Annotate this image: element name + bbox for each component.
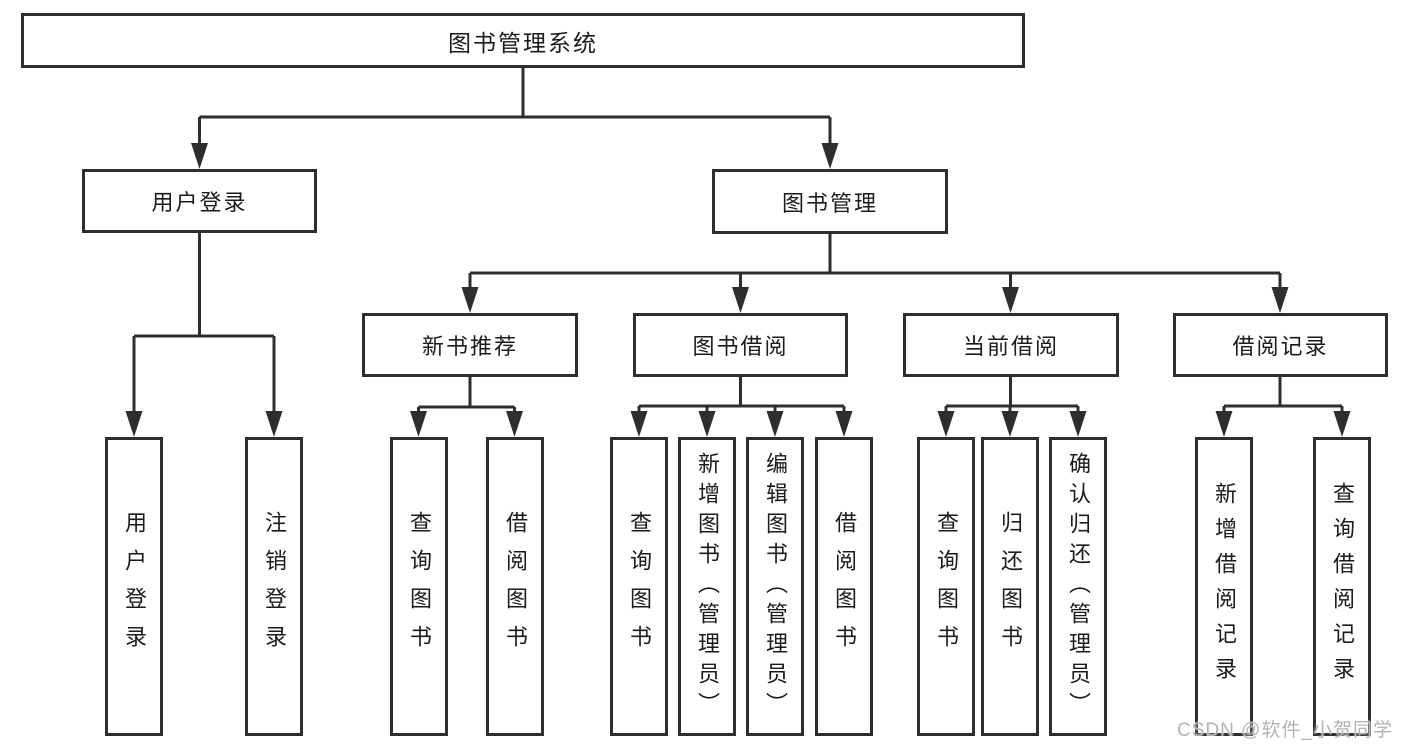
leaf-logout: 注销登录 — [245, 437, 303, 736]
leaf-query-books-recommend: 查询图书 — [390, 437, 448, 736]
leaf-add-book-admin: 新增图书（管理员） — [678, 437, 736, 736]
leaf-edit-book-admin: 编辑图书（管理员） — [746, 437, 804, 736]
leaf-return-books: 归还图书 — [981, 437, 1039, 736]
leaf-query-borrow-record: 查询借阅记录 — [1313, 437, 1371, 736]
node-library-system: 图书管理系统 — [21, 13, 1025, 68]
node-new-book-recommendation: 新书推荐 — [362, 313, 578, 377]
leaf-borrow-books-recommend: 借阅图书 — [486, 437, 544, 736]
node-current-borrowing: 当前借阅 — [903, 313, 1119, 377]
node-borrowing-records: 借阅记录 — [1173, 313, 1388, 377]
leaf-user-login: 用户登录 — [105, 437, 163, 736]
node-book-management: 图书管理 — [712, 169, 948, 234]
node-user-login: 用户登录 — [82, 169, 317, 233]
leaf-query-books-current: 查询图书 — [917, 437, 975, 736]
leaf-confirm-return-admin: 确认归还（管理员） — [1049, 437, 1107, 736]
node-book-borrowing: 图书借阅 — [633, 313, 848, 377]
leaf-query-books-borrowing: 查询图书 — [610, 437, 668, 736]
connector-shafts — [132, 68, 1344, 419]
arrowheads — [125, 143, 1351, 437]
leaf-borrow-books-borrowing: 借阅图书 — [815, 437, 873, 736]
csdn-watermark: CSDN @软件_小贺同学 — [1177, 720, 1393, 741]
leaf-add-borrow-record: 新增借阅记录 — [1195, 437, 1253, 736]
